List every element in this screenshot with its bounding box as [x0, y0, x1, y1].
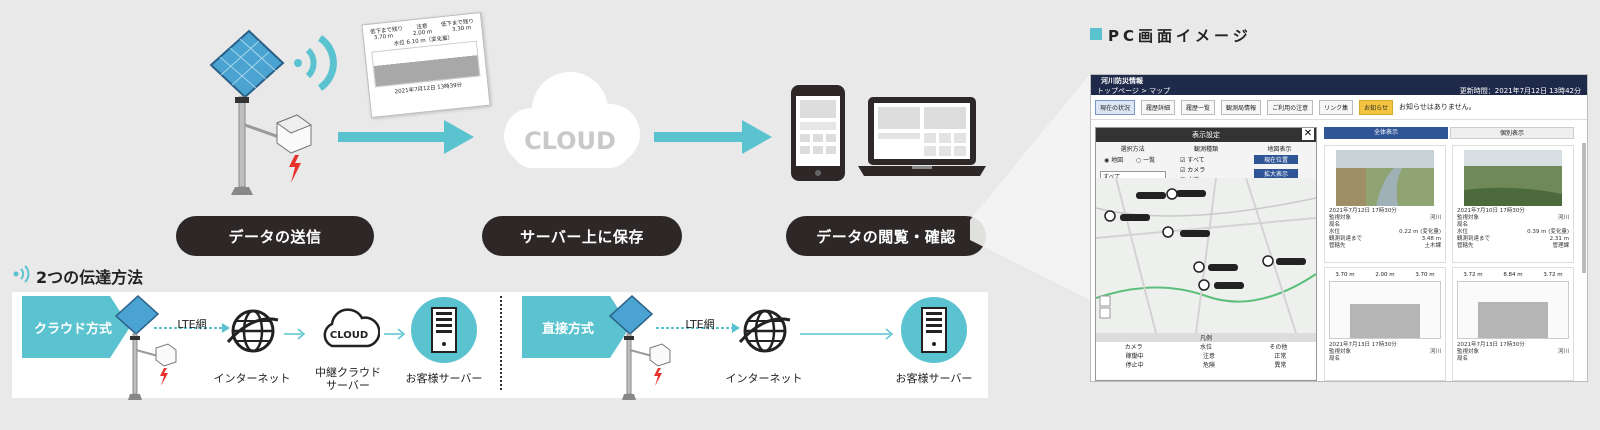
solar-sensor-device: [209, 29, 313, 195]
pc-image-title: PC画面イメージ: [1108, 27, 1252, 45]
card-date: 2021年7月12日 17時30分: [1329, 208, 1397, 214]
dotted-arrow-icon: [154, 323, 230, 333]
pc-image-marker: [1090, 28, 1102, 40]
card-label: 水位: [393, 40, 406, 48]
cloud-method-tag: クラウド方式: [34, 321, 113, 337]
arrow-right-icon: [384, 328, 406, 340]
map-view[interactable]: [1096, 178, 1316, 333]
radio-list[interactable]: ○ 一覧: [1136, 157, 1156, 164]
method-tag-shape: [22, 296, 130, 358]
laptop-icon: [858, 97, 986, 176]
app-title: 河川防災情報: [1101, 77, 1143, 85]
solar-sensor-device: [114, 294, 177, 400]
close-icon[interactable]: ✕: [1302, 128, 1314, 140]
current-location-button[interactable]: 現在位置: [1254, 155, 1298, 164]
cloud-icon: CLOUD: [504, 72, 640, 168]
method-tag-shape: [522, 296, 630, 358]
methods-panel: クラウド方式 LTE網 インターネット CLOUD 中継クラウド サーバー お客…: [12, 292, 988, 400]
arrow-right-icon: [338, 120, 474, 154]
step-view-data: データの閲覧・確認: [786, 216, 986, 256]
nav-usage-notes[interactable]: ご利用の注意: [1267, 99, 1314, 115]
nav-links[interactable]: リンク集: [1319, 99, 1354, 115]
zoom-button[interactable]: 拡大表示: [1254, 169, 1298, 178]
cloud-icon: CLOUD: [323, 308, 380, 348]
smartphone-icon: [791, 85, 845, 181]
nav-history-list[interactable]: 履歴一覧: [1181, 99, 1216, 115]
signal-icon: [13, 265, 30, 283]
lte-label: LTE網: [685, 318, 715, 331]
filter-label: 観測種類: [1193, 146, 1218, 153]
legend-item: 注意: [1202, 353, 1215, 360]
data-preview-card: 低下まで残り 注意 低下まで残り 3.70 m 2.00 m 3.30 m 水位…: [361, 11, 491, 119]
globe-icon: [738, 309, 791, 353]
scrollbar[interactable]: [1582, 143, 1586, 273]
river-camera-photo: [1464, 150, 1562, 206]
globe-icon: [226, 309, 279, 353]
card-date: 2021年7月10日 17時30分: [1457, 208, 1525, 214]
settings-header: 表示設定 ✕: [1096, 128, 1316, 142]
station-cards: 全体表示 個別表示 2021年7月12日 17時30分 監視対象河川 局名 水位…: [1324, 127, 1586, 381]
projection-beam: [970, 74, 1090, 300]
water-level-chart: [1329, 281, 1441, 339]
internet-label: インターネット: [213, 372, 291, 385]
relay-server-label: 中継クラウド サーバー: [315, 366, 381, 392]
solar-sensor-device: [608, 294, 671, 400]
legend-item: 危険: [1202, 362, 1215, 369]
nav-current-status[interactable]: 現在の状況: [1095, 99, 1136, 115]
step-save-server: サーバー上に保存: [482, 216, 682, 256]
legend-item: 正常: [1274, 353, 1287, 360]
legend-item: 停止中: [1125, 362, 1144, 369]
legend-col: カメラ: [1124, 344, 1143, 351]
arrow-right-icon: [800, 328, 894, 340]
dotted-arrow-icon: [656, 323, 740, 333]
notice-text: お知らせはありません。: [1398, 103, 1476, 111]
card-date: 2021年7月13日 17時30分: [1329, 342, 1397, 348]
filter-label: 選択方法: [1120, 146, 1145, 153]
server-icon: [901, 297, 967, 363]
river-camera-photo: [1336, 150, 1434, 206]
arrow-right-icon: [284, 328, 306, 340]
tab-overview[interactable]: 全体表示: [1324, 127, 1448, 139]
legend-header: 凡例: [1096, 333, 1316, 342]
nav-station-info[interactable]: 観測局情報: [1221, 99, 1262, 115]
server-icon: [411, 297, 477, 363]
breadcrumb[interactable]: トップページ > マップ: [1097, 87, 1171, 95]
legend-item: 稼働中: [1125, 353, 1144, 360]
card-date: 2021年7月13日 17時30分: [1457, 342, 1525, 348]
cloud-label: CLOUD: [524, 127, 616, 155]
arrow-right-icon: [654, 120, 772, 154]
legend-col: その他: [1269, 344, 1288, 351]
legend-item: 異常: [1274, 362, 1287, 369]
nav-history-detail[interactable]: 履歴詳細: [1141, 99, 1176, 115]
notice-button[interactable]: お知らせ: [1359, 99, 1393, 115]
pc-screen: 河川防災情報 トップページ > マップ 更新時間：2021年7月12日 13時4…: [1090, 74, 1588, 382]
wireless-signal-icon: [294, 35, 337, 91]
legend-col: 水位: [1199, 344, 1212, 351]
check-camera[interactable]: ☑ カメラ: [1180, 167, 1206, 174]
internet-label: インターネット: [725, 372, 803, 385]
filter-label: 地図表示: [1267, 146, 1292, 153]
tab-individual[interactable]: 個別表示: [1450, 127, 1574, 139]
customer-server-label: お客様サーバー: [405, 372, 483, 385]
app-header: 河川防災情報 トップページ > マップ 更新時間：2021年7月12日 13時4…: [1091, 75, 1587, 95]
check-all[interactable]: ☑ すべて: [1180, 157, 1205, 164]
methods-title: 2つの伝達方法: [36, 268, 144, 287]
settings-panel: 表示設定 ✕ 選択方法 観測種類 地図表示 ◉ 地図 ○ 一覧 すべて ☑ すべ…: [1095, 127, 1317, 381]
step-send-data: データの送信: [176, 216, 374, 256]
lte-label: LTE網: [177, 318, 207, 331]
customer-server-label: お客様サーバー: [895, 372, 973, 385]
toolbar: 現在の状況 履歴詳細 履歴一覧 観測局情報 ご利用の注意 リンク集 お知らせ お…: [1091, 95, 1587, 120]
water-level-chart: [1457, 281, 1569, 339]
cloud-icon-label: CLOUD: [330, 330, 368, 341]
divider: [500, 296, 502, 390]
update-time: 更新時間：2021年7月12日 13時42分: [1459, 87, 1581, 95]
radio-map[interactable]: ◉ 地図: [1104, 157, 1124, 164]
map-legend: 凡例 カメラ 水位 その他 稼働中 注意 正常 停止中 危険 異常: [1096, 333, 1316, 379]
direct-method-tag: 直接方式: [542, 321, 595, 337]
